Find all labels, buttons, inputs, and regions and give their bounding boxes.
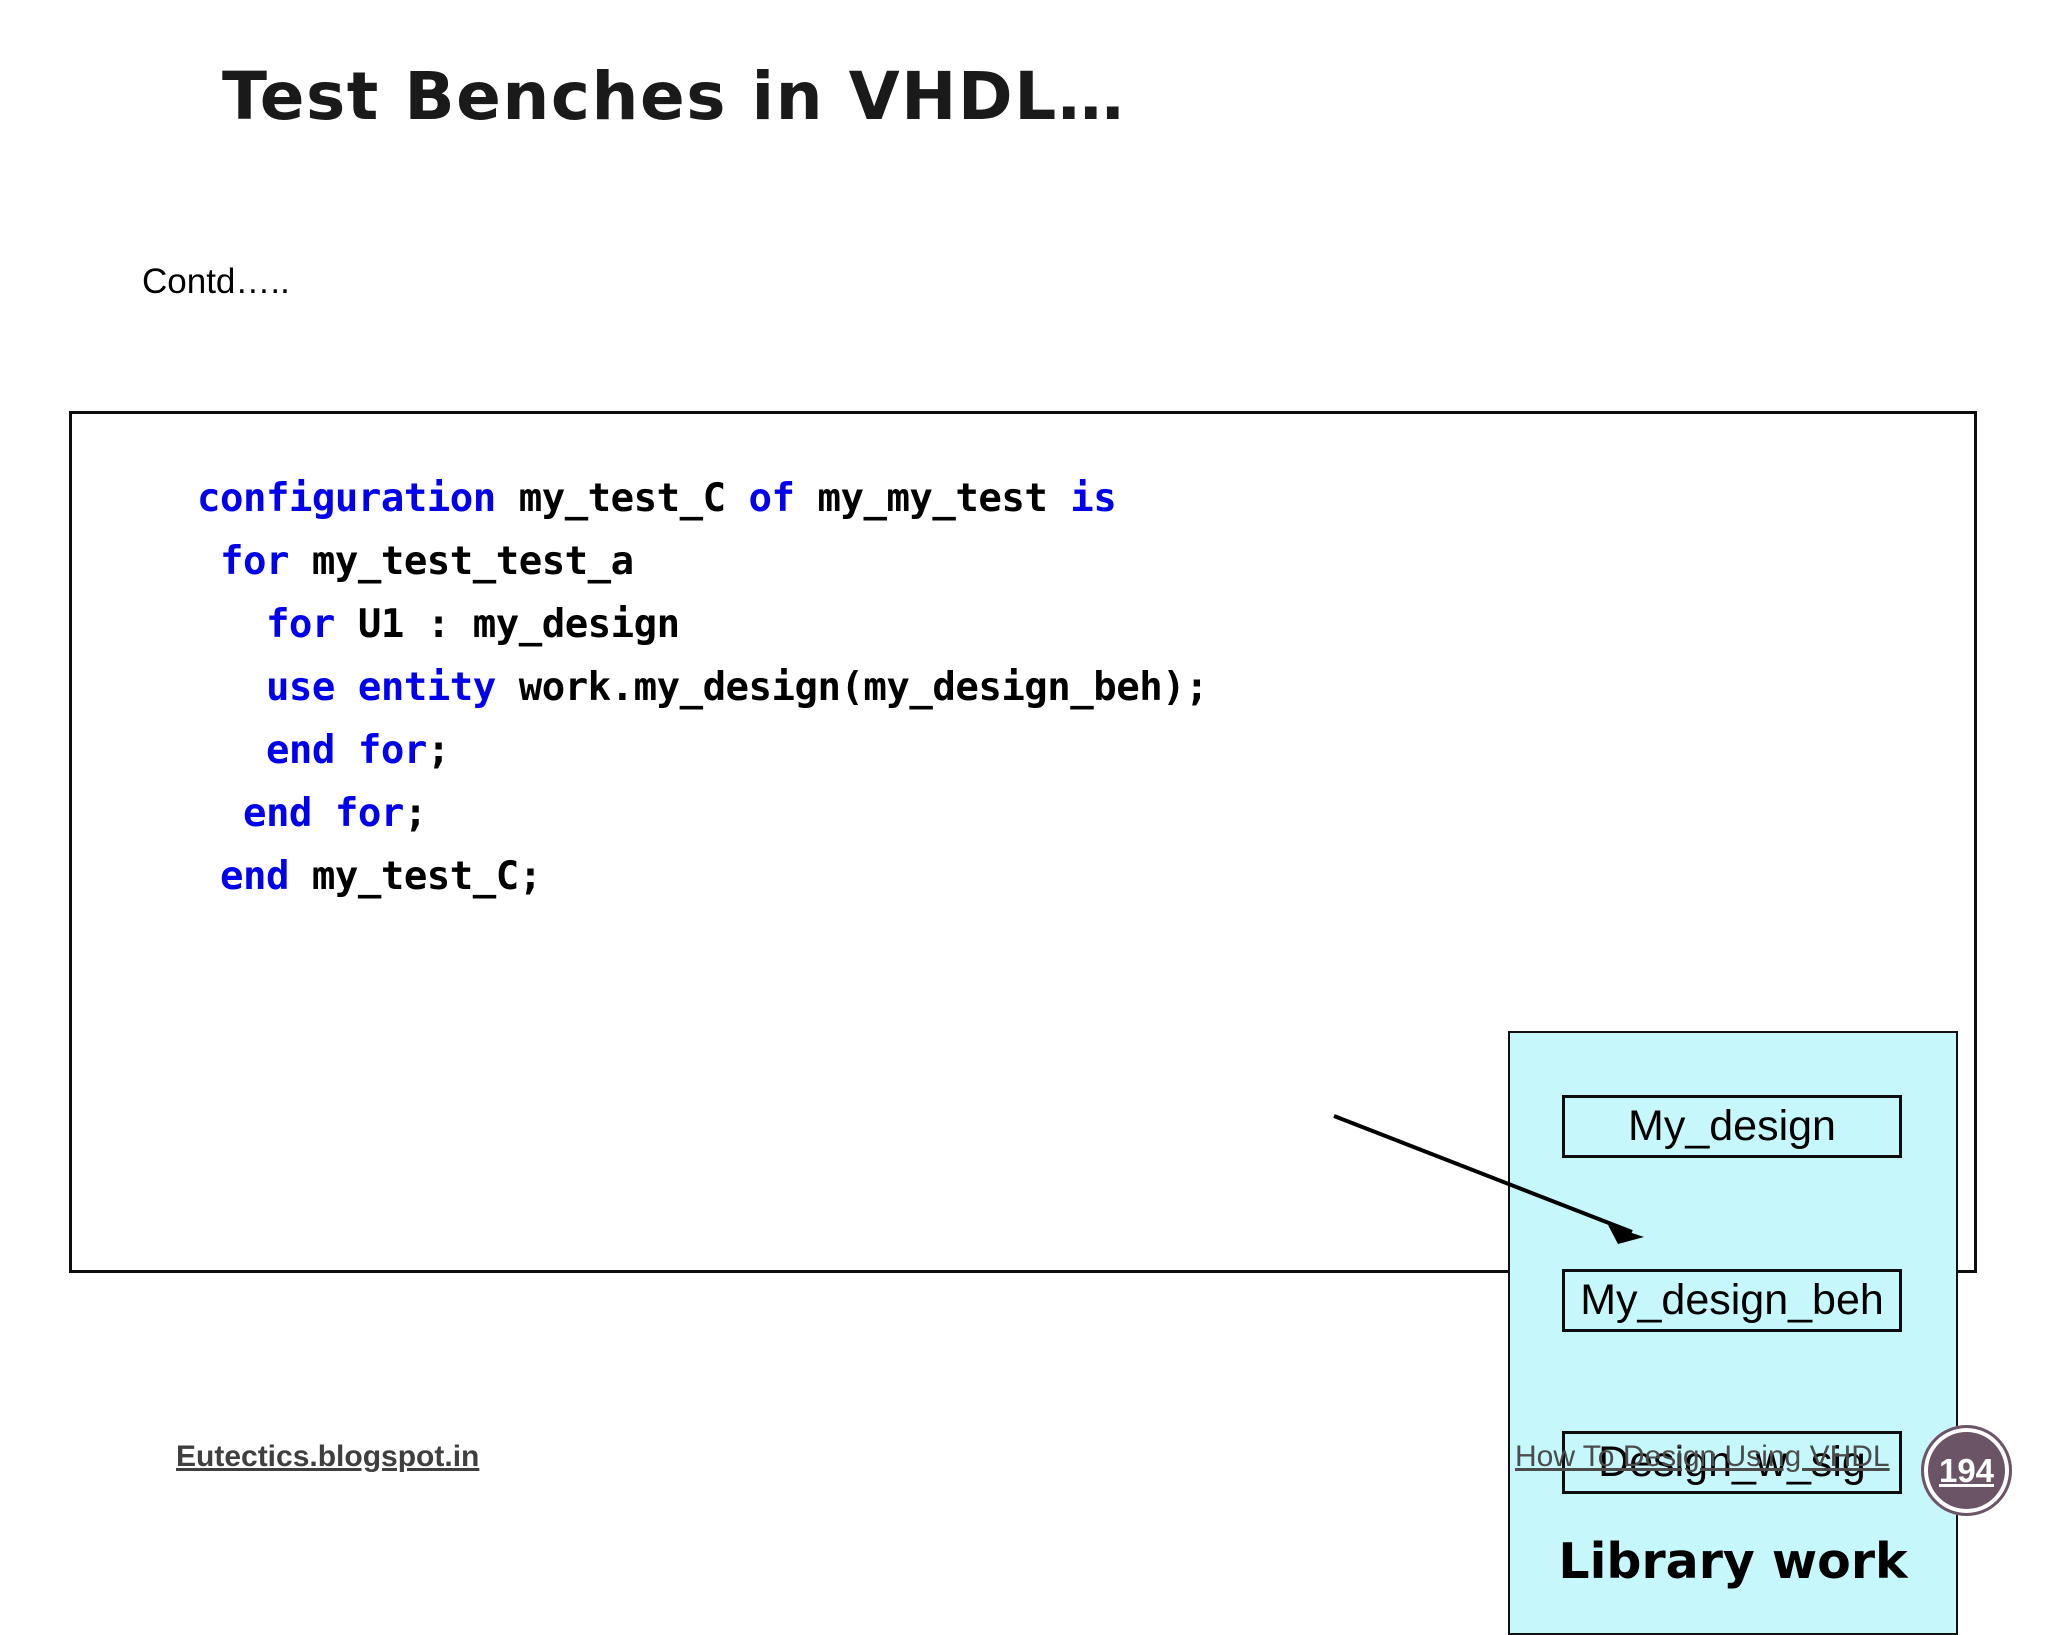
code-keyword: end for [197, 728, 427, 773]
code-keyword: use entity [197, 665, 519, 710]
library-item-my-design-beh[interactable]: My_design_beh [1562, 1269, 1902, 1332]
code-keyword: for [197, 602, 358, 647]
library-item-my-design[interactable]: My_design [1562, 1095, 1902, 1158]
library-item-label: My_design_beh [1580, 1276, 1884, 1324]
code-keyword: for [197, 539, 312, 584]
code-line: configuration my_test_C of my_my_test is [197, 467, 1208, 530]
library-item-label: My_design [1628, 1102, 1836, 1150]
code-identifier: U1 : my_design [357, 602, 680, 647]
code-identifier: ; [403, 791, 427, 836]
code-keyword: is [1070, 476, 1117, 521]
code-keyword: end for [197, 791, 404, 836]
code-line: end for; [197, 719, 1208, 782]
library-item-design-w-sig[interactable]: Design_w_sig [1562, 1431, 1902, 1494]
code-line: for my_test_test_a [197, 530, 1208, 593]
code-identifier: ; [426, 728, 450, 773]
code-keyword: of [748, 476, 818, 521]
code-line: end my_test_C; [197, 845, 1208, 908]
code-line: use entity work.my_design(my_design_beh)… [197, 656, 1209, 719]
library-panel-title: Library work [1558, 1533, 1908, 1590]
content-frame: configuration my_test_C of my_my_test is… [69, 411, 1977, 1635]
code-keyword: configuration [197, 476, 519, 521]
page-title: Test Benches in VHDL… [222, 58, 1126, 135]
footer-right-link[interactable]: How To Design Using VHDL [1515, 1440, 1890, 1473]
footer-left-link[interactable]: Eutectics.blogspot.in [176, 1440, 480, 1473]
code-line: end for; [197, 782, 1208, 845]
page-number-badge: 194 [1921, 1425, 2012, 1516]
code-identifier: my_my_test [817, 476, 1071, 521]
page-number-text: 194 [1938, 1452, 1995, 1489]
code-identifier: my_test_test_a [311, 539, 634, 584]
library-work-panel: My_design My_design_beh Design_w_sig Lib… [1508, 1031, 1958, 1635]
code-identifier: my_test_C; [311, 854, 542, 899]
code-identifier: work.my_design(my_design_beh); [518, 665, 1209, 710]
vhdl-code-listing: configuration my_test_C of my_my_test is… [197, 467, 1209, 908]
code-identifier: my_test_C [518, 476, 749, 521]
continuation-label: Contd….. [142, 262, 290, 301]
code-line: for U1 : my_design [197, 593, 1208, 656]
code-keyword: end [197, 854, 312, 899]
library-item-label: Design_w_sig [1598, 1438, 1866, 1486]
